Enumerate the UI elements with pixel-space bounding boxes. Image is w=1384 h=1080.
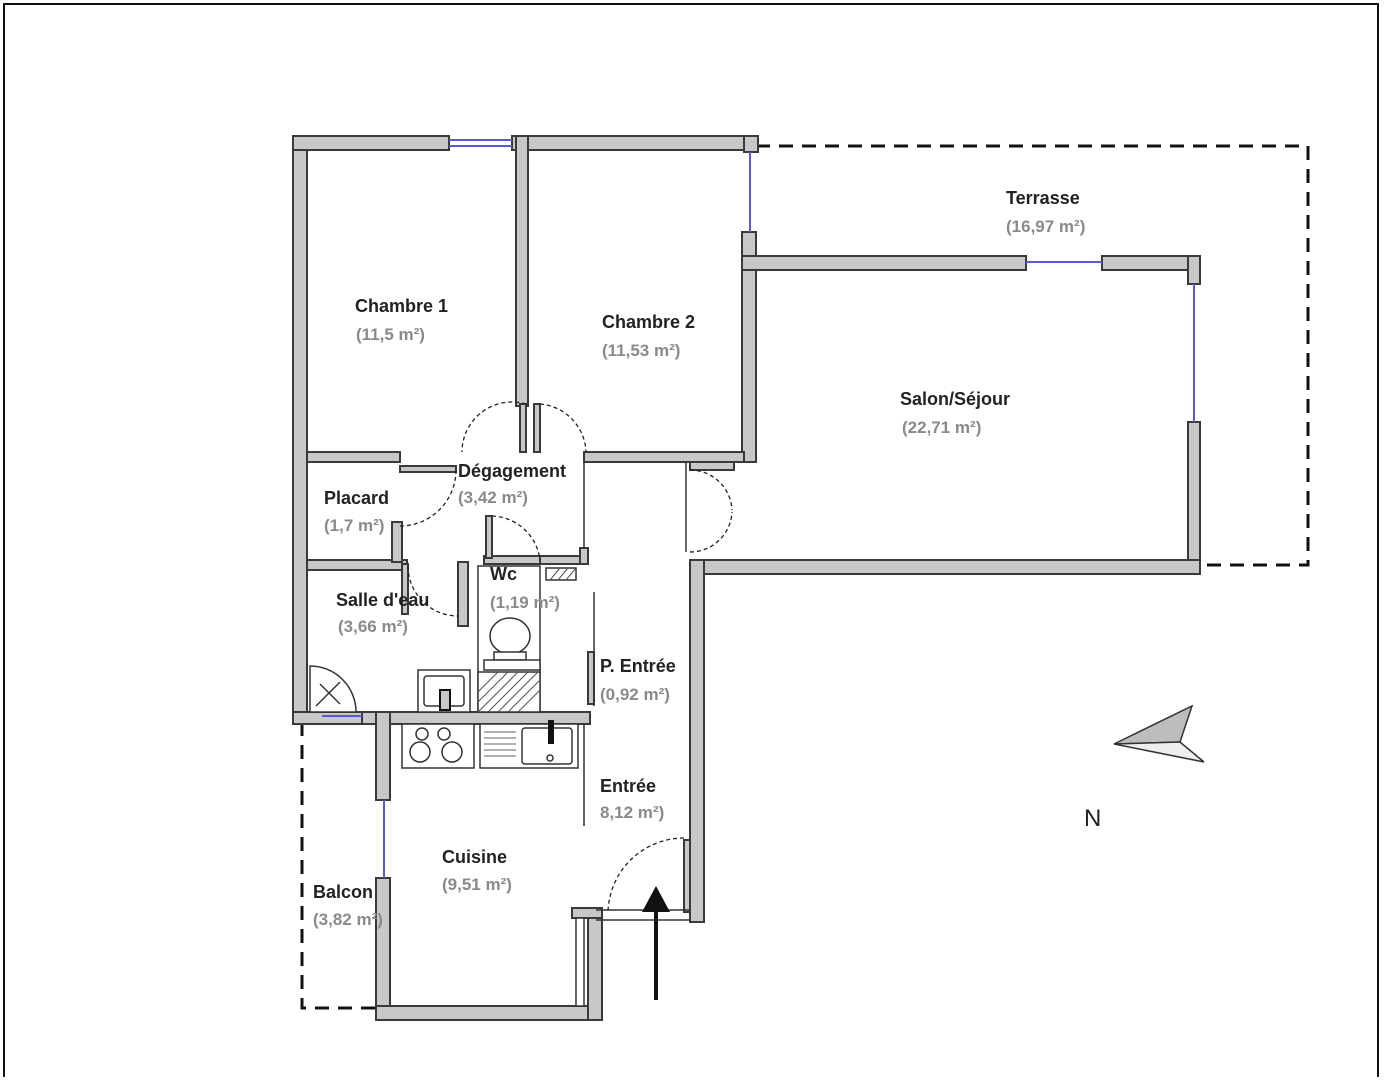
room-area: (22,71 m²) — [902, 418, 981, 437]
room-placard: Placard (1,7 m²) — [324, 488, 389, 535]
kitchen-units — [401, 720, 579, 769]
room-name: Entrée — [600, 776, 656, 796]
room-area: (11,53 m²) — [602, 341, 680, 360]
toilet — [477, 565, 577, 713]
room-area: 8,12 m²) — [600, 803, 664, 822]
room-name: Placard — [324, 488, 389, 508]
north-label: N — [1084, 805, 1101, 832]
room-name: Salon/Séjour — [900, 389, 1010, 409]
room-area: (1,7 m²) — [324, 516, 384, 535]
room-area: (3,66 m²) — [338, 617, 408, 636]
walls — [292, 135, 1201, 1021]
room-name: Salle d'eau — [336, 590, 429, 610]
room-salon: Salon/Séjour (22,71 m²) — [900, 389, 1010, 437]
room-degagement: Dégagement (3,42 m²) — [458, 461, 566, 507]
compass-arrow-icon — [1113, 704, 1205, 763]
room-name: Balcon — [313, 882, 373, 902]
room-balcon: Balcon (3,82 m²) — [313, 882, 383, 929]
room-area: (0,92 m²) — [600, 685, 670, 704]
shower — [309, 665, 357, 713]
room-name: Chambre 2 — [602, 312, 695, 332]
balcon-outline — [300, 722, 378, 1010]
entry-arrow-icon — [642, 886, 670, 1000]
door-swings — [399, 401, 733, 913]
wash-basin — [417, 669, 471, 713]
room-p-entree: P. Entrée (0,92 m²) — [600, 656, 676, 704]
partitions — [575, 462, 690, 1007]
room-entree: Entrée 8,12 m²) — [600, 776, 664, 822]
room-name: Dégagement — [458, 461, 566, 481]
room-name: Wc — [490, 564, 517, 584]
room-name: Cuisine — [442, 847, 507, 867]
room-terrasse: Terrasse (16,97 m²) — [1006, 188, 1085, 236]
windows — [322, 139, 1195, 878]
room-area: (3,82 m²) — [313, 910, 383, 929]
page-frame — [3, 3, 1379, 1077]
room-area: (16,97 m²) — [1006, 217, 1085, 236]
room-area: (9,51 m²) — [442, 875, 512, 894]
room-chambre1: Chambre 1 (11,5 m²) — [355, 296, 448, 344]
room-cuisine: Cuisine (9,51 m²) — [442, 847, 512, 894]
room-chambre2: Chambre 2 (11,53 m²) — [602, 312, 695, 360]
room-salle-eau: Salle d'eau (3,66 m²) — [336, 590, 429, 636]
room-name: Terrasse — [1006, 188, 1080, 208]
room-name: P. Entrée — [600, 656, 676, 676]
room-area: (1,19 m²) — [490, 593, 560, 612]
terrasse-outline — [756, 144, 1310, 567]
room-area: (3,42 m²) — [458, 488, 528, 507]
room-wc: Wc (1,19 m²) — [490, 564, 560, 612]
room-area: (11,5 m²) — [356, 325, 425, 344]
room-name: Chambre 1 — [355, 296, 448, 316]
